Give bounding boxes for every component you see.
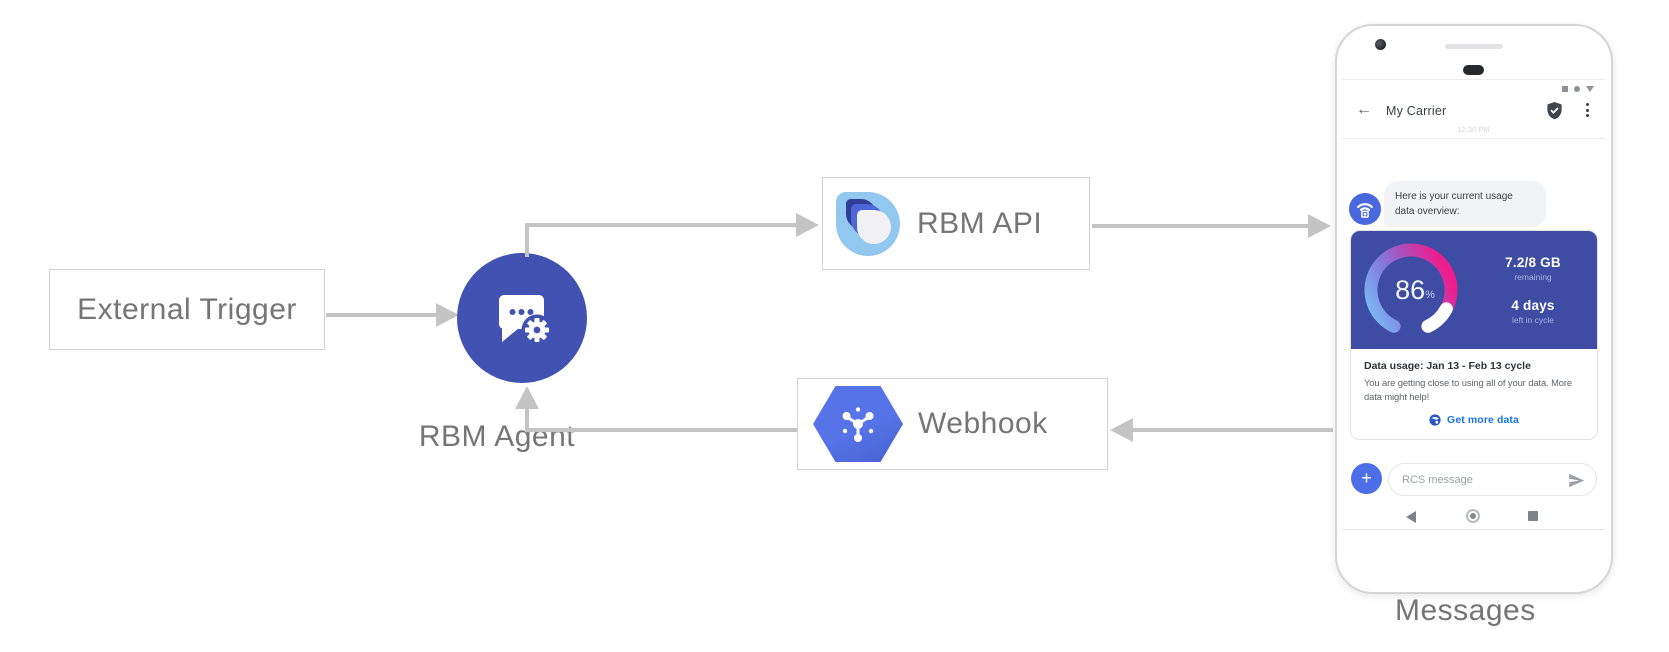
hub-spoke-icon	[842, 407, 874, 442]
rcs-message-input[interactable]	[1402, 473, 1552, 486]
globe-icon	[1429, 414, 1441, 426]
arrow-line	[1133, 428, 1333, 432]
rbm-drop-logo-icon	[836, 191, 900, 256]
data-usage-card: 86 % 7.2/8 GB remaining 4 days left in c…	[1350, 230, 1598, 441]
overflow-menu-icon[interactable]	[1586, 103, 1589, 117]
header-divider	[1342, 138, 1605, 139]
usage-warning-text: You are getting close to using all of yo…	[1364, 377, 1573, 403]
rbm-api-node: RBM API	[822, 177, 1090, 270]
arrow-head-icon	[436, 303, 459, 327]
camera-dot-icon	[1375, 39, 1386, 50]
pubsub-hexagon-icon	[813, 386, 903, 462]
arrow-line	[525, 428, 797, 432]
usage-details-panel: Data usage: Jan 13 - Feb 13 cycle You ar…	[1351, 349, 1597, 440]
logo-light-drop	[857, 209, 891, 244]
menu-dot	[1586, 108, 1589, 112]
rbm-agent-node	[457, 253, 587, 383]
plus-icon: +	[1361, 467, 1372, 488]
external-trigger-node: External Trigger	[49, 269, 325, 350]
agent-message-bubble: Here is your current usage data overview…	[1384, 181, 1546, 227]
data-remaining-value: 7.2/8 GB	[1505, 255, 1561, 270]
gauge-percent: 86 %	[1365, 240, 1465, 340]
phone-mockup: ← My Carrier 12:30 PM	[1335, 24, 1613, 594]
webhook-node: Webhook	[797, 378, 1108, 470]
menu-dot	[1586, 114, 1589, 117]
arrow-head-icon	[515, 386, 539, 409]
conversation-timestamp: 12:30 PM	[1457, 127, 1490, 134]
nav-home-dot	[1470, 513, 1476, 519]
rbm-agent-label: RBM Agent	[418, 420, 576, 453]
arrow-line	[1092, 224, 1309, 228]
usage-stats: 7.2/8 GB remaining 4 days left in cycle	[1469, 231, 1597, 349]
external-trigger-label: External Trigger	[77, 292, 297, 326]
nav-home-icon[interactable]	[1466, 509, 1480, 523]
days-left-value: 4 days	[1511, 298, 1555, 313]
arrow-head-icon	[1308, 214, 1331, 238]
message-composer	[1388, 463, 1597, 496]
status-square-icon	[1562, 86, 1568, 92]
webhook-label: Webhook	[918, 407, 1048, 440]
conversation-title: My Carrier	[1386, 104, 1447, 118]
gauge-percent-value: 86	[1395, 274, 1426, 305]
usage-gauge-panel: 86 % 7.2/8 GB remaining 4 days left in c…	[1351, 231, 1597, 349]
usage-gauge-icon	[1364, 243, 1458, 333]
arrow-line	[525, 225, 529, 257]
arrow-head-icon	[1110, 418, 1133, 442]
arrow-line	[525, 408, 529, 430]
rbm-api-label: RBM API	[917, 206, 1043, 240]
days-left-label: left in cycle	[1511, 315, 1555, 325]
menu-dot	[1586, 103, 1589, 106]
get-more-data-label: Get more data	[1447, 414, 1519, 427]
status-triangle-icon	[1586, 86, 1594, 92]
add-attachment-button[interactable]: +	[1351, 463, 1382, 494]
data-remaining-label: remaining	[1514, 272, 1552, 282]
send-icon[interactable]	[1568, 472, 1585, 489]
verified-shield-check-icon	[1547, 102, 1562, 120]
nav-back-icon[interactable]	[1406, 511, 1416, 523]
nav-overview-icon[interactable]	[1528, 511, 1538, 521]
get-more-data-button[interactable]: Get more data	[1364, 414, 1584, 426]
arrow-line	[326, 313, 437, 317]
status-circle-icon	[1574, 86, 1580, 92]
speaker-grille	[1463, 65, 1484, 75]
agent-message-text: Here is your current usage data overview…	[1395, 191, 1513, 217]
conversation-header: ← My Carrier	[1342, 99, 1605, 127]
status-bar	[1562, 86, 1594, 92]
gauge-percent-symbol: %	[1425, 289, 1435, 301]
arrow-line	[525, 223, 796, 227]
chat-bubble-gear-icon	[499, 295, 553, 346]
messages-app-label: Messages	[1395, 594, 1536, 627]
phone-screen: ← My Carrier 12:30 PM	[1342, 79, 1605, 530]
back-arrow-icon[interactable]: ←	[1356, 101, 1372, 118]
usage-cycle-title: Data usage: Jan 13 - Feb 13 cycle	[1364, 360, 1531, 372]
arrow-head-icon	[796, 213, 819, 237]
carrier-avatar	[1349, 193, 1381, 225]
speaker-slot	[1445, 44, 1503, 49]
wifi-antenna-icon	[1357, 203, 1373, 218]
